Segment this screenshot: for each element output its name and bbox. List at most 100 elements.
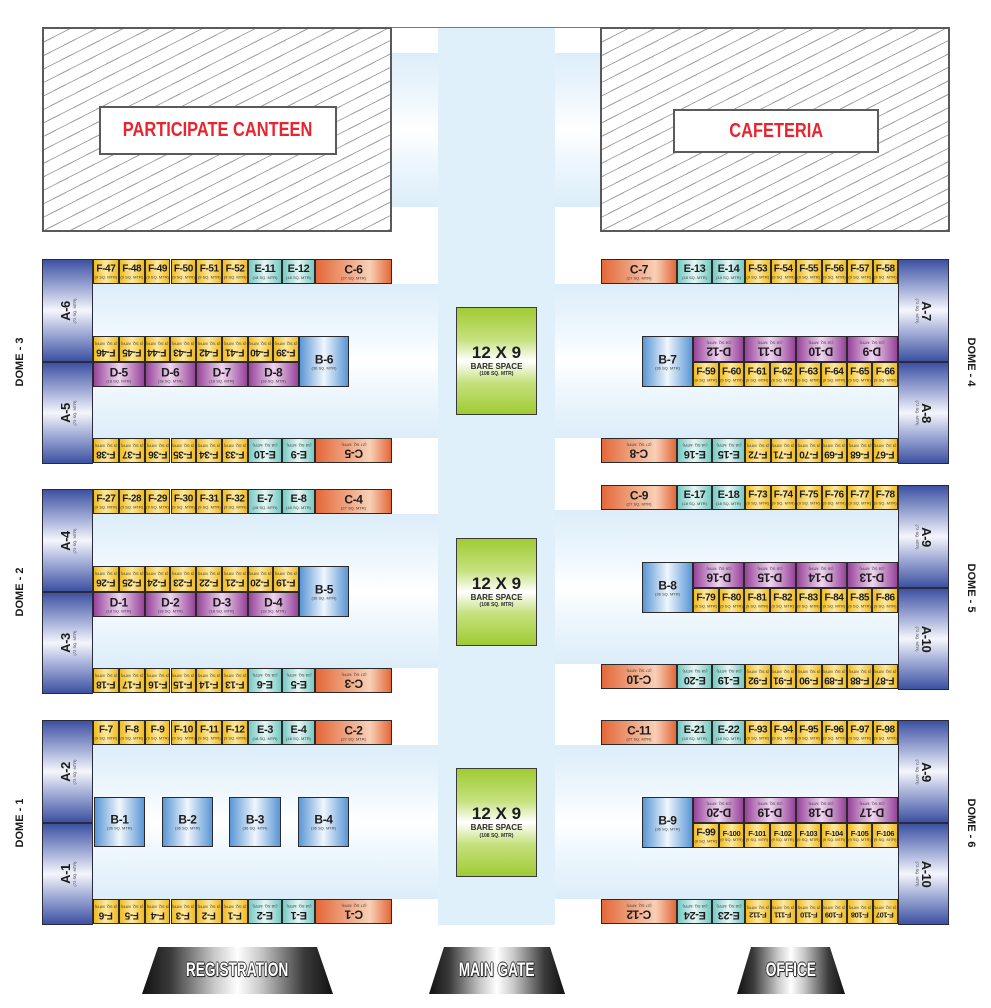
stall-id: F-62 [773, 366, 793, 377]
stall-id: F-104 [825, 828, 843, 838]
stall-id: F-8 [124, 724, 139, 735]
stall-f-51: F-51(9 SQ. MTR) [196, 259, 223, 284]
stall-f-43: F-43(9 SQ. MTR) [170, 336, 196, 362]
stall-area-label: (9 SQ. MTR) [873, 500, 897, 505]
stall-id: C-8 [629, 446, 649, 460]
stall-id: F-88 [850, 674, 870, 685]
stall-f-32: F-32(9 SQ. MTR) [222, 489, 248, 514]
stall-area-label: (9 SQ. MTR) [848, 836, 871, 842]
stall-id: E-20 [683, 673, 706, 686]
stall-d-3: D-3(18 SQ. MTR) [196, 592, 248, 617]
stall-area-label: (9 SQ. MTR) [94, 735, 118, 740]
stall-f-16: F-16(9 SQ. MTR) [144, 668, 171, 693]
stall-area-label: (18 SQ. MTR) [716, 274, 741, 280]
stall-label-group: F-106(9 SQ. MTR) [874, 829, 897, 842]
stall-label-group: E-12(18 SQ. MTR) [286, 263, 311, 280]
stall-f-55: F-55(9 SQ. MTR) [796, 259, 822, 284]
stall-label-group: F-31(9 SQ. MTR) [198, 494, 221, 509]
stall-id: F-112 [749, 909, 767, 919]
stall-f-77: F-77(9 SQ. MTR) [847, 485, 873, 510]
stall-label-group: F-27(9 SQ. MTR) [95, 494, 118, 509]
bare-space: 12 X 9 BARE SPACE (108 SQ. MTR) [456, 307, 537, 415]
stall-f-90: F-90(9 SQ. MTR) [796, 664, 822, 689]
stall-id: D-18 [808, 805, 834, 820]
stall-b-3: B-3(36 SQ. MTR) [229, 797, 281, 847]
stall-id: F-101 [748, 828, 766, 838]
stall-a-6: A-6(72 SQ. MTR) [42, 259, 93, 362]
stall-area-label: (18 SQ. MTR) [682, 274, 707, 280]
registration-label: REGISTRATION [186, 959, 289, 981]
stall-c-10: C-10(27 SQ. MTR) [601, 664, 677, 689]
stall-label-group: D-1(18 SQ. MTR) [106, 596, 131, 613]
stall-f-46: F-46(9 SQ. MTR) [93, 336, 119, 362]
stall-f-88: F-88(9 SQ. MTR) [847, 664, 873, 689]
stall-label-group: F-47(9 SQ. MTR) [95, 264, 118, 279]
stall-f-13: F-13(9 SQ. MTR) [222, 668, 248, 693]
stall-id: F-72 [748, 448, 768, 459]
stall-id: F-56 [824, 263, 844, 274]
participate-canteen-building: PARTICIPATE CANTEEN [42, 27, 392, 232]
stall-label-group: F-7(9 SQ. MTR) [95, 725, 118, 740]
stall-f-18: F-18(9 SQ. MTR) [93, 668, 119, 693]
stall-label-group: D-20(18 SQ. MTR) [706, 802, 731, 820]
stall-c-5: C-5(27 SQ. MTR) [315, 438, 392, 463]
bare-space-label: BARE SPACE [470, 592, 523, 602]
stall-f-41: F-41(9 SQ. MTR) [221, 336, 248, 362]
stall-area-label: (18 SQ. MTR) [682, 668, 707, 674]
stall-id: E-19 [717, 673, 740, 686]
stall-label-group: F-78(9 SQ. MTR) [874, 490, 897, 505]
stall-area-label: (27 SQ. MTR) [626, 668, 652, 673]
stall-label-group: E-18(18 SQ. MTR) [716, 489, 741, 506]
stall-e-21: E-21(18 SQ. MTR) [677, 720, 712, 745]
stall-label-group: F-8(9 SQ. MTR) [120, 725, 143, 740]
stall-label-group: E-11(18 SQ. MTR) [253, 263, 278, 280]
stall-label-group: F-92(9 SQ. MTR) [746, 669, 769, 685]
stall-area-label: (9 SQ. MTR) [822, 735, 846, 740]
stall-f-82: F-82(9 SQ. MTR) [769, 588, 796, 613]
stall-area-label: (18 SQ. MTR) [716, 735, 741, 741]
stall-id: E-17 [683, 488, 706, 501]
stall-label-group: D-4(18 SQ. MTR) [261, 596, 286, 613]
stall-area-label: (9 SQ. MTR) [746, 274, 770, 279]
stall-area-label: (72 SQ. MTR) [914, 524, 920, 549]
stall-f-49: F-49(9 SQ. MTR) [144, 259, 171, 284]
stall-area-label: (9 SQ. MTR) [746, 500, 770, 505]
stall-area-label: (36 SQ. MTR) [107, 825, 132, 831]
stall-label-group: F-85(9 SQ. MTR) [848, 593, 871, 608]
stall-label-group: E-4(18 SQ. MTR) [286, 724, 311, 741]
stall-id: C-7 [629, 262, 649, 276]
stall-area-label: (9 SQ. MTR) [796, 377, 820, 382]
stall-f-109: F-109(9 SQ. MTR) [821, 899, 847, 924]
stall-label-group: C-8(27 SQ. MTR) [627, 442, 652, 460]
stall-area-label: (9 SQ. MTR) [120, 504, 144, 509]
stall-id: F-106 [876, 828, 894, 838]
bare-space: 12 X 9 BARE SPACE (108 SQ. MTR) [456, 538, 537, 646]
stall-e-9: E-9(18 SQ. MTR) [282, 438, 315, 463]
stall-area-label: (9 SQ. MTR) [848, 735, 872, 740]
stall-area-label: (9 SQ. MTR) [848, 274, 872, 279]
stall-area-label: (9 SQ. MTR) [694, 377, 718, 382]
main-gate-entrance: MAIN GATE [429, 947, 565, 994]
stall-e-15: E-15(18 SQ. MTR) [712, 438, 745, 463]
stall-label-group: C-11(27 SQ. MTR) [627, 724, 652, 741]
dome-4: A-7(72 SQ. MTR)A-8(72 SQ. MTR)C-7(27 SQ.… [0, 259, 991, 465]
stall-label-group: A-9(72 SQ. MTR) [915, 759, 934, 784]
stall-f-97: F-97(9 SQ. MTR) [847, 720, 873, 745]
stall-label-group: B-1(36 SQ. MTR) [107, 814, 132, 831]
stall-label-group: F-98(9 SQ. MTR) [874, 725, 897, 740]
stall-area-label: (18 SQ. MTR) [757, 801, 783, 807]
stall-label-group: F-102(9 SQ. MTR) [771, 829, 794, 842]
stall-id: D-14 [808, 570, 834, 585]
stall-f-108: F-108(9 SQ. MTR) [847, 899, 873, 924]
dome-1: A-2(72 SQ. MTR)A-1(72 SQ. MTR)F-7(9 SQ. … [0, 720, 991, 926]
stall-c-1: C-1(27 SQ. MTR) [315, 899, 392, 924]
stall-label-group: F-111(9 SQ. MTR) [772, 905, 795, 919]
stall-area-label: (27 SQ. MTR) [341, 505, 366, 510]
stall-f-96: F-96(9 SQ. MTR) [821, 720, 847, 745]
stall-area-label: (18 SQ. MTR) [209, 608, 235, 613]
stall-label-group: B-3(36 SQ. MTR) [243, 814, 268, 831]
stall-label-group: F-109(9 SQ. MTR) [823, 905, 846, 919]
stall-id: F-64 [824, 366, 844, 377]
stall-e-18: E-18(18 SQ. MTR) [712, 485, 745, 510]
stall-id: F-32 [225, 493, 245, 504]
